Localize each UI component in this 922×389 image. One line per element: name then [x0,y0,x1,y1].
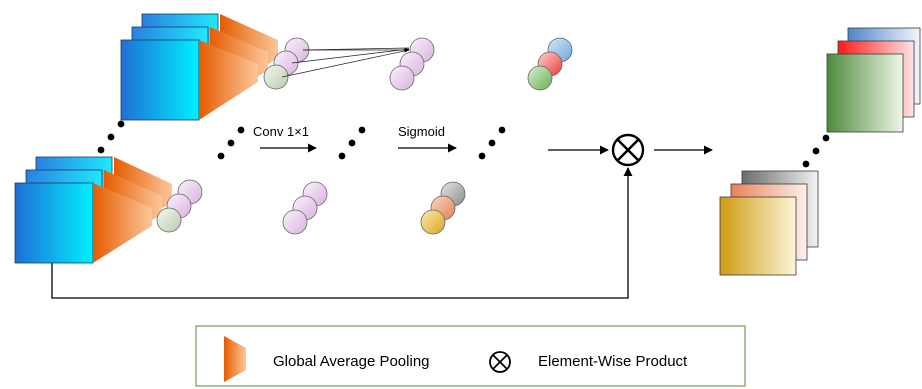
legend-gap-label: Global Average Pooling [273,353,430,370]
ellipsis-dots [97,120,830,168]
product-legend-icon [489,351,511,373]
conv-fan-lines [281,47,410,78]
pool-legend-icon [224,336,246,382]
legend-box [195,325,746,387]
conv-output-top [389,37,435,91]
output-stack-bottom [719,170,819,276]
pooled-vector-bottom [156,179,203,233]
pool-wedge-top [199,14,278,120]
legend: Global Average Pooling Element-Wise Prod… [195,325,746,387]
legend-product-label: Element-Wise Product [538,353,688,370]
input-stack-top [120,13,219,121]
pooled-vector-top [263,37,310,90]
sigmoid-label: Sigmoid [398,124,445,139]
pool-wedge-bottom [93,157,172,263]
sigmoid-output-top [527,37,573,91]
conv-output-bottom [282,181,328,235]
output-stack-top [826,27,921,133]
conv-label: Conv 1×1 [253,124,309,139]
element-wise-product-icon [611,133,645,167]
input-stack-bottom [14,156,113,264]
skip-connection-arrow [51,167,633,299]
sigmoid-output-bottom [420,181,466,235]
